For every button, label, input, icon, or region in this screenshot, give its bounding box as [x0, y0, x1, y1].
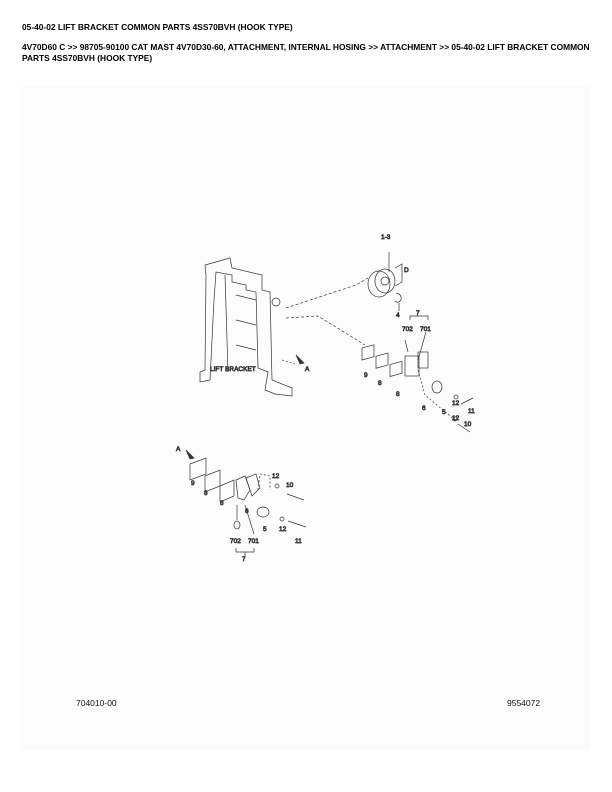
callout-8: 8: [396, 391, 400, 398]
callout-701: 701: [420, 326, 431, 333]
callout-701: 701: [248, 538, 259, 545]
callout-9: 9: [364, 372, 368, 379]
callout-6: 6: [422, 405, 426, 412]
callout-10: 10: [286, 482, 294, 489]
callout-12: 12: [279, 526, 287, 533]
callout-a: A: [305, 366, 310, 373]
callout-9: 9: [191, 480, 195, 487]
lift-bracket-drawing: [199, 257, 293, 397]
callout-5: 5: [263, 526, 267, 533]
diagram-panel: [20, 86, 590, 750]
callout-12: 12: [272, 473, 280, 480]
lower-assembly-drawing: [189, 457, 307, 556]
callout-12: 12: [452, 400, 460, 407]
callout-7: 7: [416, 310, 420, 317]
callout-11: 11: [468, 408, 475, 415]
callout-11: 11: [295, 538, 302, 545]
callout-a: A: [176, 446, 181, 453]
callout-5: 5: [442, 409, 446, 416]
callout-8: 8: [378, 380, 382, 387]
callout-7: 7: [242, 556, 246, 563]
drawing-number: 704010-00: [76, 698, 117, 708]
callout-6: 6: [245, 508, 249, 515]
lift-bracket-label: LIFT BRACKET: [210, 366, 256, 373]
callout-702: 702: [402, 326, 413, 333]
callout-d: D: [404, 267, 409, 274]
roller-part: [367, 252, 403, 298]
callout-10: 10: [464, 421, 472, 428]
callout-4: 4: [396, 312, 400, 319]
callout-1-3: 1-3: [381, 234, 391, 241]
page-title: 05-40-02 LIFT BRACKET COMMON PARTS 4SS70…: [22, 22, 293, 32]
callout-8: 8: [220, 500, 224, 507]
callout-702: 702: [230, 538, 241, 545]
callout-12: 12: [452, 415, 460, 422]
figure-number: 9554072: [507, 698, 541, 708]
callout-8: 8: [204, 490, 208, 497]
breadcrumb: 4V70D60 C >> 98705-90100 CAT MAST 4V70D3…: [22, 42, 590, 63]
